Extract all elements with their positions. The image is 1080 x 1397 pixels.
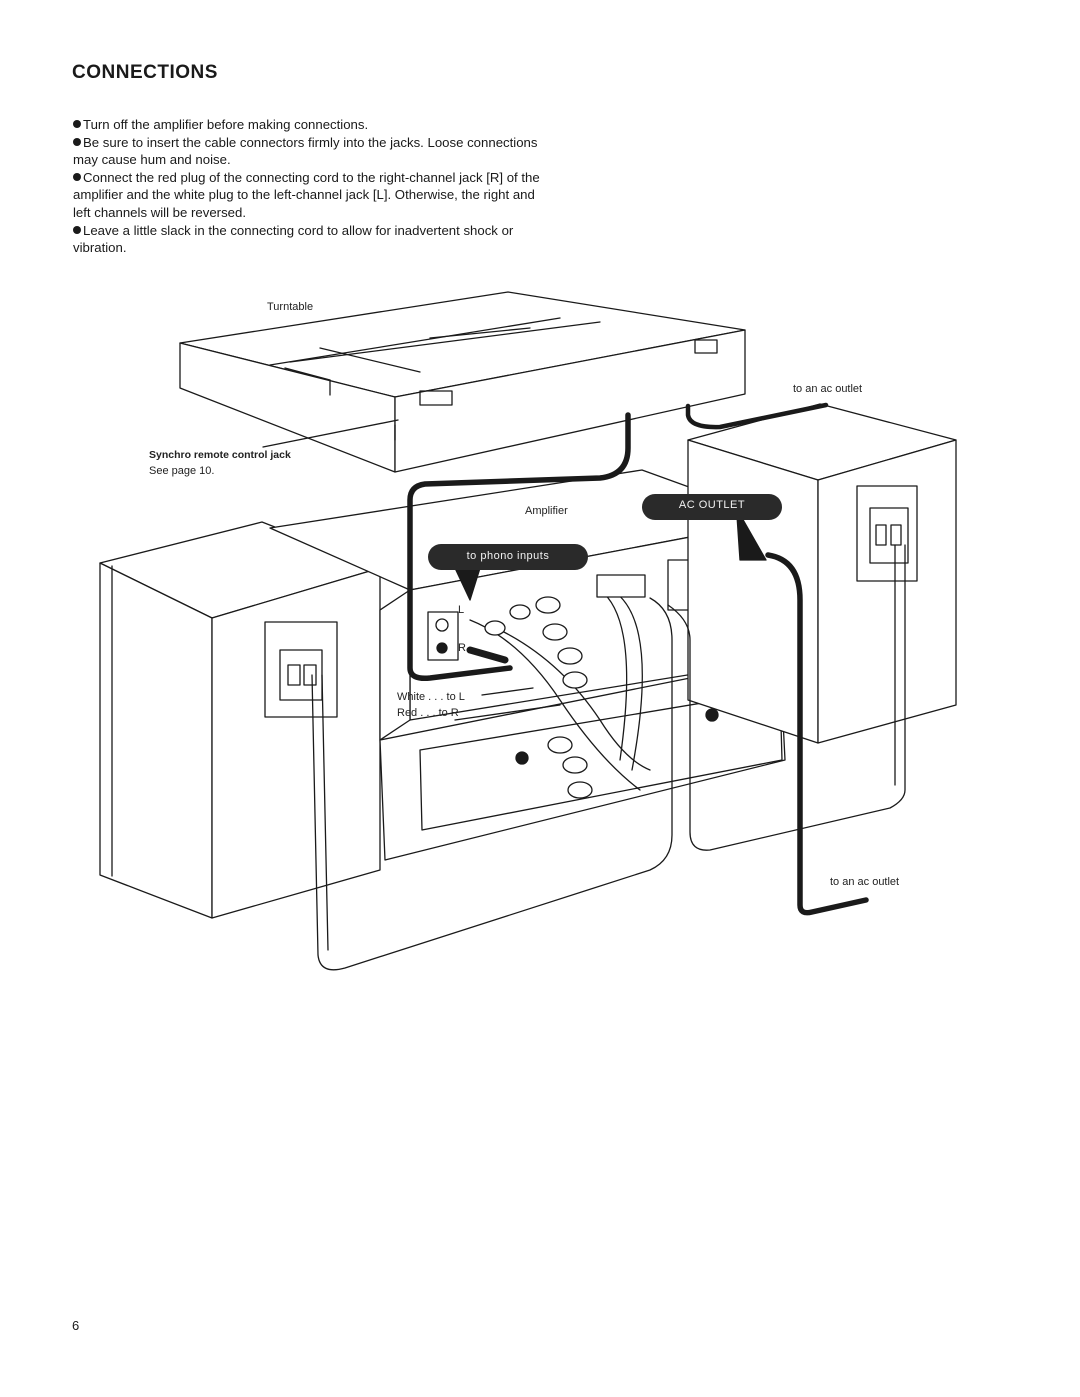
bullet-icon	[73, 225, 81, 234]
ac-outlet-pill: AC OUTLET	[642, 494, 782, 520]
red-leader-line	[454, 704, 561, 721]
instruction-text: Turn off the amplifier before making con…	[83, 117, 369, 132]
cords	[311, 402, 906, 971]
jack-l-label: L	[458, 604, 465, 616]
see-page-label: See page 10.	[149, 465, 215, 477]
white-to-l-label: White . . . to L	[397, 691, 465, 703]
outlet-bottom-label: to an ac outlet	[830, 876, 900, 888]
outlet-top-label: to an ac outlet	[793, 383, 863, 395]
jack-r-label: R	[458, 642, 466, 654]
amplifier-label: Amplifier	[525, 505, 568, 517]
instruction-text: Leave a little slack in the connecting c…	[73, 222, 514, 256]
white-leader-line	[481, 687, 534, 696]
page-number: 6	[72, 1318, 80, 1333]
left-speaker-illustration	[99, 521, 381, 919]
instruction-text: Connect the red plug of the connecting c…	[73, 169, 540, 220]
instruction-item: Leave a little slack in the connecting c…	[73, 222, 543, 257]
right-speaker-illustration	[687, 403, 957, 744]
bullet-icon	[73, 137, 81, 146]
bullet-icon	[73, 120, 81, 128]
synchro-pointer-line	[262, 419, 399, 448]
turntable-label: Turntable	[267, 301, 314, 313]
page-title: CONNECTIONS	[72, 62, 218, 83]
synchro-jack-label: Synchro remote control jack	[149, 449, 291, 461]
instruction-item: Be sure to insert the cable connectors f…	[73, 134, 543, 169]
red-to-r-label: Red . . . to R	[397, 707, 459, 719]
plugs	[466, 574, 646, 799]
phono-inputs-pill: to phono inputs	[428, 544, 588, 570]
instruction-list: Turn off the amplifier before making con…	[73, 116, 543, 257]
instruction-text: Be sure to insert the cable connectors f…	[73, 134, 538, 168]
instruction-item: Connect the red plug of the connecting c…	[73, 169, 543, 222]
instruction-item: Turn off the amplifier before making con…	[73, 116, 543, 134]
turntable-illustration	[179, 291, 746, 473]
bullet-icon	[73, 172, 81, 181]
